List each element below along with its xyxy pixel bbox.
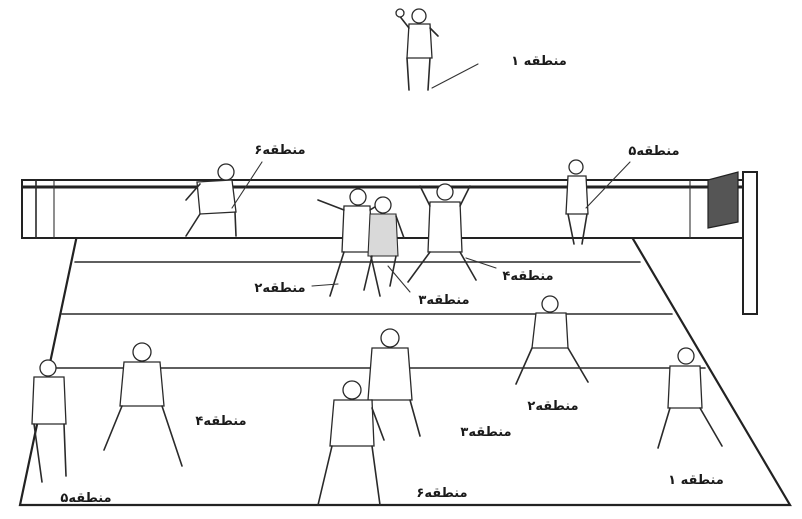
player-back-2 [516, 296, 588, 384]
label-back-zone6: منطقه۶ [416, 486, 467, 501]
label-front-zone6: منطقه۶ [254, 143, 305, 158]
label-back-zone3: منطقه۳ [460, 425, 511, 440]
player-back-1 [658, 348, 722, 448]
player-back-4 [104, 343, 182, 466]
player-back-5 [32, 360, 66, 482]
label-server-zone1: منطقه ۱ [511, 54, 567, 69]
label-front-zone4: منطقه۴ [502, 269, 553, 284]
label-back-zone4: منطقه۴ [195, 414, 246, 429]
ball-icon [396, 9, 404, 17]
net-flag [708, 172, 738, 228]
label-front-zone3: منطقه۳ [418, 293, 469, 308]
label-front-zone2: منطقه۲ [254, 281, 305, 296]
net-post [743, 172, 757, 314]
zone-labels: منطقه ۱ منطقه۶ منطقه۵ منطقه۴ منطقه۳ منطق… [60, 54, 723, 506]
label-back-zone5: منطقه۵ [60, 491, 111, 506]
label-back-zone2: منطقه۲ [527, 399, 578, 414]
label-front-zone5: منطقه۵ [628, 144, 679, 159]
leader-front-4 [466, 258, 496, 268]
player-server [396, 9, 438, 90]
player-back-3 [366, 329, 420, 436]
label-back-zone1: منطقه ۱ [668, 473, 724, 488]
leader-server [432, 64, 478, 88]
